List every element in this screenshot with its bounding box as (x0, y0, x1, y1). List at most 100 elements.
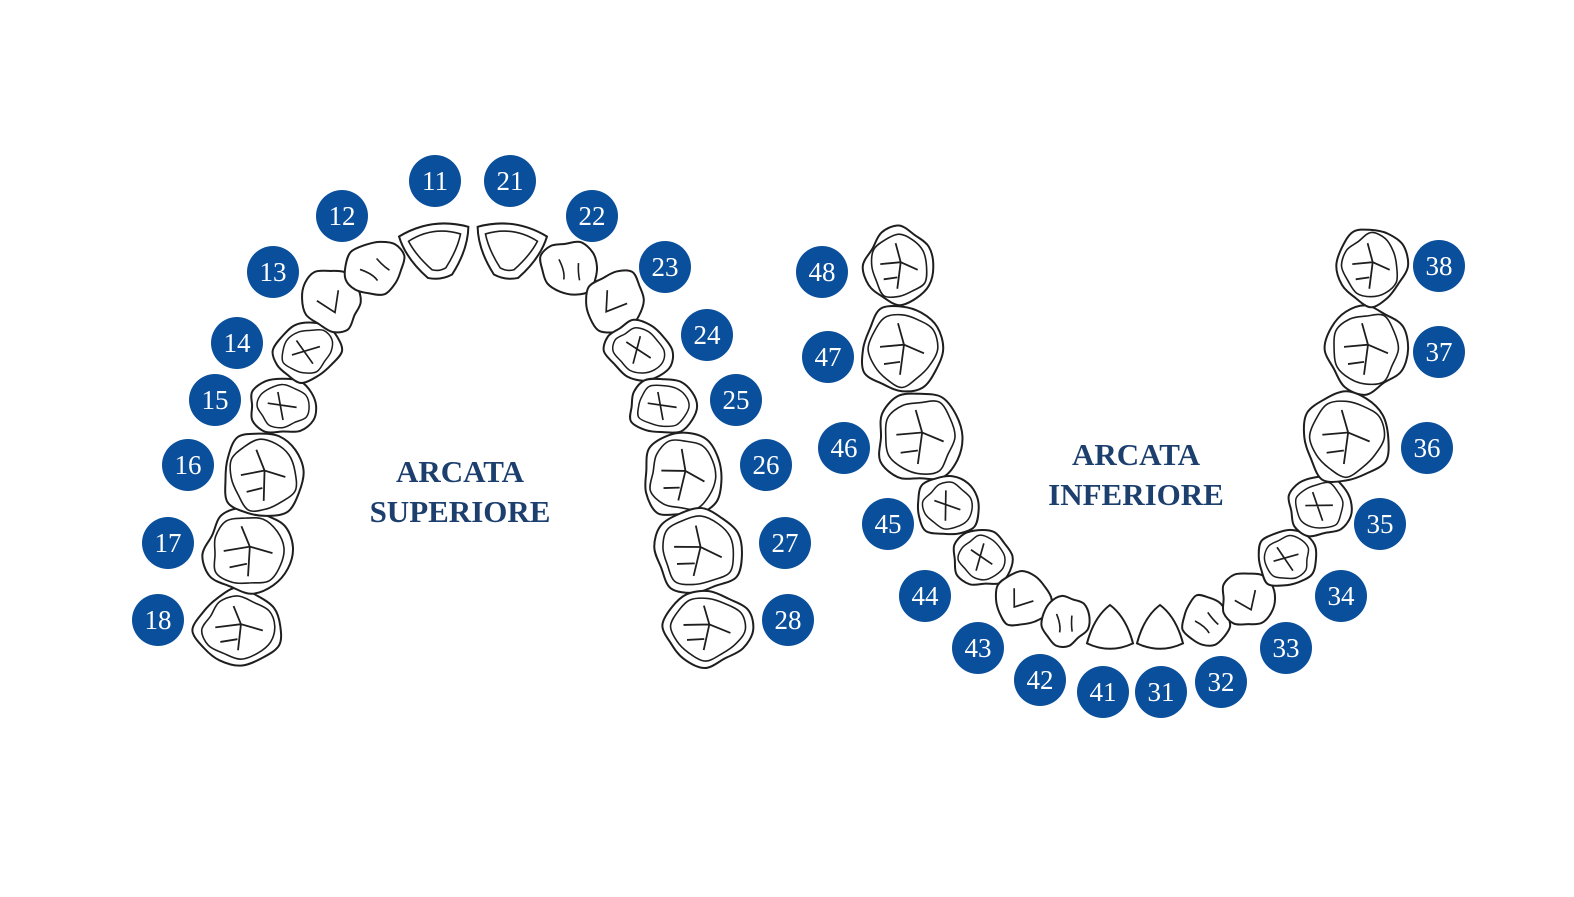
tooth-number-34-label: 34 (1328, 581, 1356, 611)
upper-28-tooth (661, 589, 755, 670)
lower-42-tooth (1040, 594, 1091, 648)
tooth-number-45: 45 (862, 498, 914, 550)
lower-46-tooth (878, 392, 964, 481)
tooth-number-38-label: 38 (1426, 251, 1453, 281)
tooth-number-badge-icon (1260, 622, 1312, 674)
upper-arch-title-line2: SUPERIORE (369, 494, 551, 529)
tooth-number-badge-icon (142, 517, 194, 569)
tooth-number-38: 38 (1413, 240, 1465, 292)
lower-36-tooth (1302, 390, 1390, 483)
tooth-number-17: 17 (142, 517, 194, 569)
tooth-number-23-label: 23 (652, 252, 679, 282)
tooth-number-36: 36 (1401, 422, 1453, 474)
tooth-number-47-label: 47 (815, 342, 842, 372)
tooth-number-15: 15 (189, 374, 241, 426)
tooth-number-41-label: 41 (1090, 677, 1117, 707)
tooth-number-14-label: 14 (224, 328, 252, 358)
tooth-number-18-label: 18 (145, 605, 172, 635)
upper-22-tooth (539, 240, 599, 296)
tooth-number-badge-icon (899, 570, 951, 622)
tooth-number-24: 24 (681, 309, 733, 361)
tooth-number-14: 14 (211, 317, 263, 369)
tooth-number-47: 47 (802, 331, 854, 383)
lower-41-tooth (1085, 603, 1135, 650)
tooth-number-41: 41 (1077, 666, 1129, 718)
tooth-number-22: 22 (566, 190, 618, 242)
tooth-number-badge-icon (796, 246, 848, 298)
tooth-number-21-label: 21 (497, 166, 524, 196)
tooth-number-11-label: 11 (422, 166, 448, 196)
tooth-number-badge-icon (762, 594, 814, 646)
tooth-number-32-label: 32 (1208, 667, 1235, 697)
tooth-number-35-label: 35 (1367, 509, 1394, 539)
tooth-number-16-label: 16 (175, 450, 202, 480)
lower-37-tooth (1323, 304, 1410, 396)
tooth-number-18: 18 (132, 594, 184, 646)
lower-44-tooth (952, 528, 1014, 586)
tooth-number-badge-icon (802, 331, 854, 383)
upper-arch-title-line1: ARCATA (395, 454, 524, 489)
tooth-number-35: 35 (1354, 498, 1406, 550)
lower-31-tooth (1135, 603, 1185, 650)
tooth-number-badge-icon (1077, 666, 1129, 718)
tooth-number-badge-icon (681, 309, 733, 361)
tooth-number-31: 31 (1135, 666, 1187, 718)
tooth-number-badge-icon (740, 439, 792, 491)
lower-33-tooth (1221, 572, 1277, 626)
tooth-number-badge-icon (566, 190, 618, 242)
upper-14-tooth (271, 321, 344, 385)
tooth-number-17-label: 17 (155, 528, 182, 558)
tooth-number-48-label: 48 (809, 257, 836, 287)
tooth-number-46-label: 46 (831, 433, 858, 463)
tooth-number-44: 44 (899, 570, 951, 622)
tooth-number-13: 13 (247, 246, 299, 298)
tooth-number-badge-icon (639, 241, 691, 293)
tooth-number-badge-icon (1413, 240, 1465, 292)
tooth-number-26: 26 (740, 439, 792, 491)
upper-13-tooth (301, 269, 362, 334)
lower-48-tooth (861, 224, 935, 307)
tooth-number-25: 25 (710, 374, 762, 426)
tooth-number-badge-icon (132, 594, 184, 646)
lower-38-tooth (1335, 228, 1410, 309)
upper-26-tooth (644, 431, 723, 517)
tooth-number-badge-icon (211, 317, 263, 369)
tooth-number-36-label: 36 (1414, 433, 1441, 463)
lower-47-tooth (860, 305, 945, 393)
tooth-number-badge-icon (1014, 654, 1066, 706)
tooth-number-13-label: 13 (260, 257, 287, 287)
tooth-number-37-label: 37 (1426, 337, 1453, 367)
tooth-number-28: 28 (762, 594, 814, 646)
tooth-number-badge-icon (316, 190, 368, 242)
tooth-number-badge-icon (247, 246, 299, 298)
tooth-number-27-label: 27 (772, 528, 799, 558)
upper-25-tooth (628, 377, 699, 434)
tooth-number-23: 23 (639, 241, 691, 293)
upper-16-tooth (224, 432, 305, 517)
tooth-number-badge-icon (189, 374, 241, 426)
upper-27-tooth (653, 506, 743, 594)
tooth-number-24-label: 24 (694, 320, 722, 350)
tooth-number-badge-icon (409, 155, 461, 207)
tooth-number-badge-icon (1135, 666, 1187, 718)
lower-43-tooth (994, 570, 1053, 627)
lower-arch-title-line1: ARCATA (1071, 437, 1200, 472)
lower-34-tooth (1257, 528, 1318, 587)
upper-17-tooth (201, 506, 294, 595)
lower-45-tooth (916, 475, 980, 536)
upper-21-tooth (476, 222, 549, 280)
upper-11-tooth (397, 222, 470, 280)
tooth-number-37: 37 (1413, 326, 1465, 378)
tooth-number-badge-icon (1315, 570, 1367, 622)
tooth-number-16: 16 (162, 439, 214, 491)
lower-32-tooth (1181, 593, 1232, 647)
upper-arch-title: ARCATA SUPERIORE (340, 452, 580, 532)
tooth-number-44-label: 44 (912, 581, 940, 611)
upper-12-tooth (343, 240, 406, 296)
tooth-number-42: 42 (1014, 654, 1066, 706)
tooth-number-badge-icon (1413, 326, 1465, 378)
tooth-number-badge-icon (1354, 498, 1406, 550)
